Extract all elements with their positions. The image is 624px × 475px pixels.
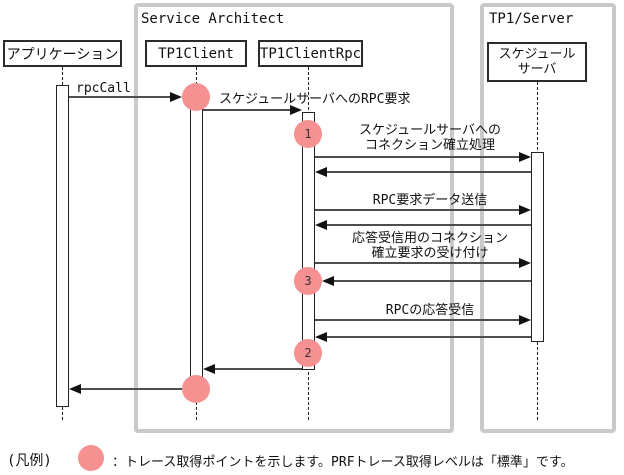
trace-point-icon [182,83,210,111]
container-tp1-server [480,3,616,433]
actor-schedule-server-label: スケジュール サーバ [498,47,576,77]
trace-point-number: 1 [304,127,312,141]
arrow-rpc-to-client-return [214,368,302,370]
actor-application-label: アプリケーション [6,46,119,63]
legend-title: (凡例) [7,453,52,469]
arrowhead-right-icon [519,152,531,162]
trace-point-1-icon: 1 [294,120,322,148]
message-resp-conn-label: 応答受信用のコネクション 確立要求の受け付け [351,231,508,261]
container-service-architect [134,3,454,433]
message-rpc-response-label: RPCの応答受信 [385,303,475,318]
arrow-data-return [326,224,531,226]
container-tp1-server-label: TP1/Server [489,11,574,27]
arrow-data-send [315,209,520,211]
actor-tp1client: TP1Client [145,40,247,67]
actor-tp1client-label: TP1Client [158,45,234,62]
trace-point-3-icon: 3 [294,267,322,295]
arrow-client-to-app-return [80,388,190,390]
message-rpc-request-label: スケジュールサーバへのRPC要求 [219,92,411,107]
legend-description: ：トレース取得ポイントを示します。PRFトレース取得レベルは「標準」です。 [112,455,574,470]
trace-point-icon [182,375,210,403]
arrow-client-to-rpc [203,109,291,111]
arrowhead-right-icon [170,92,182,102]
arrow-conn-establish [315,156,520,158]
activation-application [56,85,69,407]
actor-tp1clientrpc: TP1ClientRpc [258,40,363,67]
activation-tp1clientrpc [302,112,315,370]
arrowhead-right-icon [519,258,531,268]
trace-point-number: 2 [304,346,312,360]
message-data-send-label: RPC要求データ送信 [372,193,488,208]
legend-trace-point-icon [78,445,104,471]
arrowhead-right-icon [519,315,531,325]
actor-schedule-server: スケジュール サーバ [487,42,587,82]
arrowhead-left-icon [315,220,327,230]
arrow-conn-return [326,171,531,173]
arrowhead-right-icon [519,205,531,215]
activation-schedule-server [531,152,544,342]
message-rpccall-label: rpcCall [76,81,131,96]
arrowhead-left-icon [203,364,215,374]
arrowhead-left-icon [322,276,334,286]
arrowhead-left-icon [69,384,81,394]
container-service-architect-label: Service Architect [141,11,285,27]
arrowhead-left-icon [315,332,327,342]
arrowhead-right-icon [290,105,302,115]
actor-application: アプリケーション [3,40,122,67]
trace-point-2-icon: 2 [294,339,322,367]
arrow-rpccall [69,96,171,98]
actor-tp1clientrpc-label: TP1ClientRpc [259,45,362,62]
arrow-rpc-response [315,319,520,321]
trace-point-number: 3 [304,274,312,288]
arrow-rpc-response-return [326,336,531,338]
arrowhead-left-icon [315,167,327,177]
arrow-resp-conn [315,262,520,264]
activation-tp1client [190,97,203,401]
arrow-resp-conn-return [333,280,531,282]
message-conn-establish-label: スケジュールサーバへの コネクション確立処理 [359,123,501,153]
